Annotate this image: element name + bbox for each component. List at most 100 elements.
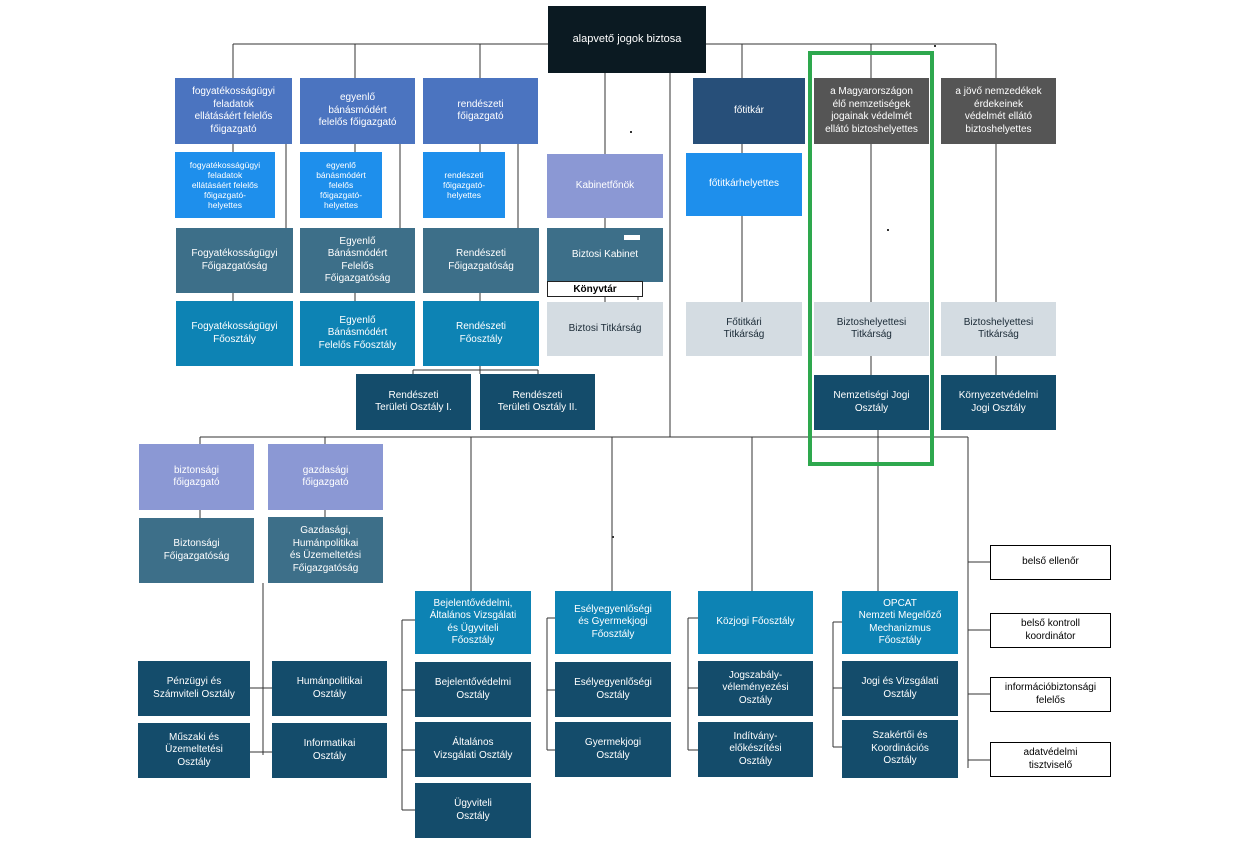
nationalities-department-box: Nemzetiségi Jogi Osztály bbox=[814, 375, 929, 430]
hr-department-box: Humánpolitikai Osztály bbox=[272, 661, 387, 716]
disability-deputy-box: fogyatékosságügyi feladatok ellátásáért … bbox=[175, 152, 275, 218]
disability-director-box: fogyatékosságügyi feladatok ellátásáért … bbox=[175, 78, 292, 144]
economic-director-box: gazdasági főigazgató bbox=[268, 444, 383, 510]
library-box: Könyvtár bbox=[547, 281, 643, 297]
disability-department-box: Fogyatékosságügyi Főosztály bbox=[176, 301, 293, 366]
commissioner-box: alapvető jogok biztosa bbox=[548, 6, 706, 73]
equal-children-sub1-box: Esélyegyenlőségi Osztály bbox=[555, 662, 671, 717]
opcat-sub1-box: Jogi és Vizsgálati Osztály bbox=[842, 661, 958, 716]
public-law-department-box: Közjogi Főosztály bbox=[698, 591, 813, 654]
infosec-label: információbiztonsági felelős bbox=[1004, 682, 1097, 706]
complaints-sub3-box: Ügyviteli Osztály bbox=[415, 783, 531, 838]
secretary-general-deputy-box: főtitkárhelyettes bbox=[686, 153, 802, 216]
secretary-general-label: főtitkár bbox=[733, 104, 764, 116]
equal-deputy-box: egyenlő bánásmódért felelős főigazgató- … bbox=[300, 152, 382, 218]
internal-auditor-box: belső ellenőr bbox=[990, 545, 1111, 580]
stray-dot bbox=[887, 229, 889, 231]
cabinet-chief-label: Kabinetfőnök bbox=[575, 179, 635, 191]
disability-directorate-box: Fogyatékosságügyi Főigazgatóság bbox=[176, 228, 293, 293]
equal-director-box: egyenlő bánásmódért felelős főigazgató bbox=[300, 78, 415, 144]
opcat-department-label: OPCAT Nemzeti Megelőző Mechanizmus Főosz… bbox=[858, 597, 942, 647]
future-department-label: Környezetvédelmi Jogi Osztály bbox=[958, 390, 1039, 414]
police-directorate-box: Rendészeti Főigazgatóság bbox=[423, 228, 539, 293]
secretary-general-secretariat-label: Főtitkári Titkárság bbox=[723, 316, 765, 341]
equal-children-sub2-box: Gyermekjogi Osztály bbox=[555, 722, 671, 777]
complaints-sub2-box: Általános Vizsgálati Osztály bbox=[415, 722, 531, 777]
internal-control-label: belső kontroll koordinátor bbox=[1021, 618, 1080, 642]
police-deputy-box: rendészeti főigazgató- helyettes bbox=[423, 152, 505, 218]
commissioner-label: alapvető jogok biztosa bbox=[572, 32, 682, 45]
complaints-sub1-box: Bejelentővédelmi Osztály bbox=[415, 662, 531, 717]
economic-directorate-label: Gazdasági, Humánpolitikai és Üzemeltetés… bbox=[289, 525, 362, 574]
future-ombudsman-label: a jövő nemzedékek érdekeinek védelmét el… bbox=[955, 86, 1042, 135]
disability-directorate-label: Fogyatékosságügyi Főigazgatóság bbox=[191, 248, 278, 272]
equal-children-department-box: Esélyegyenlőségi és Gyermekjogi Főosztál… bbox=[555, 591, 671, 654]
it-department-label: Informatikai Osztály bbox=[303, 738, 356, 762]
it-department-box: Informatikai Osztály bbox=[272, 723, 387, 778]
equal-department-box: Egyenlő Bánásmódért Felelős Főosztály bbox=[300, 301, 415, 366]
cabinet-chief-box: Kabinetfőnök bbox=[547, 154, 663, 218]
secretary-general-secretariat-box: Főtitkári Titkárság bbox=[686, 302, 802, 356]
equal-children-department-label: Esélyegyenlőségi és Gyermekjogi Főosztál… bbox=[574, 603, 652, 640]
internal-auditor-label: belső ellenőr bbox=[1022, 556, 1079, 568]
equal-children-sub2-label: Gyermekjogi Osztály bbox=[584, 737, 642, 761]
complaints-sub3-label: Ügyviteli Osztály bbox=[454, 798, 492, 822]
nationalities-secretariat-label: Biztoshelyettesi Titkárság bbox=[836, 316, 907, 341]
stray-dot bbox=[630, 131, 632, 133]
data-protection-box: adatvédelmi tisztviselő bbox=[990, 742, 1111, 777]
disability-department-label: Fogyatékosságügyi Főosztály bbox=[191, 321, 278, 345]
cabinet-label: Biztosi Kabinet bbox=[571, 248, 639, 260]
equal-director-label: egyenlő bánásmódért felelős főigazgató bbox=[318, 92, 397, 129]
equal-department-label: Egyenlő Bánásmódért Felelős Főosztály bbox=[318, 314, 397, 351]
cabinet-marker bbox=[624, 235, 640, 240]
complaints-sub1-label: Bejelentővédelmi Osztály bbox=[434, 677, 512, 701]
data-protection-label: adatvédelmi tisztviselő bbox=[1023, 747, 1078, 771]
equal-children-sub1-label: Esélyegyenlőségi Osztály bbox=[574, 677, 652, 701]
finance-department-box: Pénzügyi és Számviteli Osztály bbox=[138, 661, 250, 716]
police-director-label: rendészeti főigazgató bbox=[457, 98, 504, 123]
library-label: Könyvtár bbox=[573, 283, 617, 295]
public-law-sub1-label: Jogszabály- véleményezési Osztály bbox=[722, 669, 789, 706]
technical-department-box: Műszaki és Üzemeltetési Osztály bbox=[138, 723, 250, 778]
equal-directorate-box: Egyenlő Bánásmódért Felelős Főigazgatósá… bbox=[300, 228, 415, 293]
cabinet-box: Biztosi Kabinet bbox=[547, 228, 663, 282]
future-ombudsman-box: a jövő nemzedékek érdekeinek védelmét el… bbox=[941, 78, 1056, 144]
internal-control-box: belső kontroll koordinátor bbox=[990, 613, 1111, 648]
stray-dot bbox=[934, 45, 936, 47]
secretary-general-box: főtitkár bbox=[693, 78, 805, 144]
hr-department-label: Humánpolitikai Osztály bbox=[296, 676, 363, 700]
nationalities-secretariat-box: Biztoshelyettesi Titkárság bbox=[814, 302, 929, 356]
police-department-box: Rendészeti Főosztály bbox=[423, 301, 539, 366]
nationalities-department-label: Nemzetiségi Jogi Osztály bbox=[833, 390, 910, 414]
highlight-frame bbox=[808, 51, 934, 466]
opcat-sub2-box: Szakértői és Koordinációs Osztály bbox=[842, 720, 958, 778]
stray-dot bbox=[612, 536, 614, 538]
security-director-box: biztonsági főigazgató bbox=[139, 444, 254, 510]
security-directorate-label: Biztonsági Főigazgatóság bbox=[163, 538, 230, 562]
nationalities-ombudsman-box: a Magyarországon élő nemzetiségek jogain… bbox=[814, 78, 929, 144]
complaints-department-box: Bejelentővédelmi, Általános Vizsgálati é… bbox=[415, 591, 531, 654]
opcat-sub2-label: Szakértői és Koordinációs Osztály bbox=[871, 730, 929, 767]
public-law-sub2-label: Indítvány- előkészítési Osztály bbox=[729, 730, 782, 767]
equal-directorate-label: Egyenlő Bánásmódért Felelős Főigazgatósá… bbox=[324, 235, 391, 285]
future-department-box: Környezetvédelmi Jogi Osztály bbox=[941, 375, 1056, 430]
opcat-department-box: OPCAT Nemzeti Megelőző Mechanizmus Főosz… bbox=[842, 591, 958, 654]
cabinet-secretariat-box: Biztosi Titkárság bbox=[547, 302, 663, 356]
police-regional-2-label: Rendészeti Területi Osztály II. bbox=[497, 389, 578, 414]
infosec-box: információbiztonsági felelős bbox=[990, 677, 1111, 712]
police-regional-2-box: Rendészeti Területi Osztály II. bbox=[480, 374, 595, 430]
future-secretariat-label: Biztoshelyettesi Titkárság bbox=[963, 316, 1034, 341]
police-directorate-label: Rendészeti Főigazgatóság bbox=[448, 248, 514, 272]
secretary-general-deputy-label: főtitkárhelyettes bbox=[708, 178, 780, 190]
police-deputy-label: rendészeti főigazgató- helyettes bbox=[442, 169, 486, 201]
disability-director-label: fogyatékosságügyi feladatok ellátásáért … bbox=[192, 86, 275, 135]
finance-department-label: Pénzügyi és Számviteli Osztály bbox=[153, 676, 235, 700]
police-director-box: rendészeti főigazgató bbox=[423, 78, 538, 144]
equal-deputy-label: egyenlő bánásmódért felelős főigazgató- … bbox=[316, 159, 366, 211]
disability-deputy-label: fogyatékosságügyi feladatok ellátásáért … bbox=[189, 159, 261, 211]
complaints-sub2-label: Általános Vizsgálati Osztály bbox=[433, 737, 513, 761]
complaints-department-label: Bejelentővédelmi, Általános Vizsgálati é… bbox=[429, 597, 517, 647]
security-directorate-box: Biztonsági Főigazgatóság bbox=[139, 518, 254, 583]
